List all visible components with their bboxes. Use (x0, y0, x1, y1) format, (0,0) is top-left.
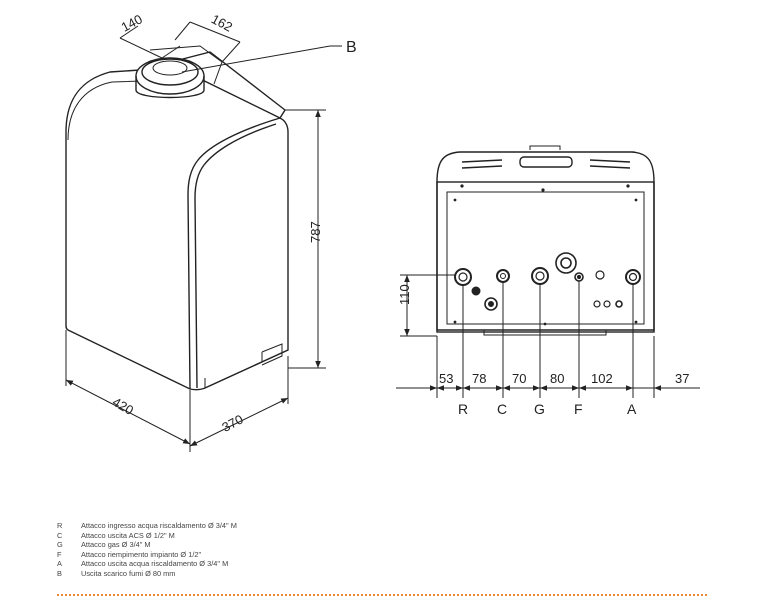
legend-text: Uscita scarico fumi Ø 80 mm (81, 568, 176, 578)
fitting-r (454, 268, 481, 296)
legend-text: Attacco uscita ACS Ø 1/2" M (81, 530, 175, 540)
callout-b: B (346, 39, 357, 56)
connection-plate (446, 191, 645, 325)
legend-text: Attacco ingresso acqua riscaldamento Ø 3… (81, 521, 237, 530)
spacing-80: 80 (550, 371, 564, 386)
legend-item: B Uscita scarico fumi Ø 80 mm (57, 569, 657, 579)
dotted-divider (57, 594, 707, 596)
spacing-53: 53 (439, 371, 453, 386)
legend-item: A Attacco uscita acqua riscaldamento Ø 3/… (57, 559, 657, 569)
boiler-front-panel (65, 69, 289, 391)
spacing-78: 78 (472, 371, 486, 386)
fitting-c (484, 269, 510, 311)
boiler-side-edge (187, 117, 281, 390)
fitting-a (625, 269, 641, 285)
legend-text: Attacco uscita acqua riscaldamento Ø 3/4… (81, 559, 229, 569)
legend: R Attacco ingresso acqua riscaldamento Ø … (57, 521, 657, 579)
dimension-140: 140 (119, 11, 145, 34)
plate-dots (453, 184, 638, 326)
legend-item: R Attacco ingresso acqua riscaldamento Ø … (57, 521, 657, 531)
label-g: G (534, 401, 545, 417)
label-c: C (497, 401, 507, 417)
label-f: F (574, 401, 583, 417)
legend-text: Attacco gas Ø 3/4" M (81, 540, 151, 550)
boiler-bottom-box (204, 343, 283, 389)
spacing-37: 37 (675, 371, 689, 386)
connection-fittings (454, 252, 641, 311)
top-dimension-lines (119, 21, 342, 73)
boiler-side-edge-inner (194, 123, 277, 389)
height-dimension-line (285, 109, 326, 369)
dimension-787: 787 (308, 221, 323, 243)
connection-height-dimension (400, 274, 456, 337)
boiler-isometric-view (65, 45, 289, 391)
legend-key: G (57, 540, 63, 550)
width-dimension-line (65, 330, 191, 452)
fitting-f (574, 270, 623, 308)
legend-text: Attacco riempimento impianto Ø 1/2" (81, 549, 202, 559)
legend-item: F Attacco riempimento impianto Ø 1/2" (57, 550, 657, 560)
depth-dimension-line (189, 356, 289, 447)
dimension-370: 370 (219, 411, 245, 434)
fitting-g (531, 252, 577, 285)
legend-key: R (57, 521, 63, 530)
spacing-70: 70 (512, 371, 526, 386)
connection-extension-lines (436, 281, 655, 398)
legend-item: C Attacco uscita ACS Ø 1/2" M (57, 531, 657, 541)
legend-key: B (57, 568, 62, 578)
legend-key: F (57, 549, 62, 559)
dimension-110: 110 (397, 284, 412, 305)
label-r: R (458, 401, 468, 417)
spacing-102: 102 (591, 371, 613, 386)
legend-key: C (57, 530, 63, 540)
legend-key: A (57, 559, 62, 569)
label-a: A (627, 401, 637, 417)
legend-item: G Attacco gas Ø 3/4" M (57, 540, 657, 550)
